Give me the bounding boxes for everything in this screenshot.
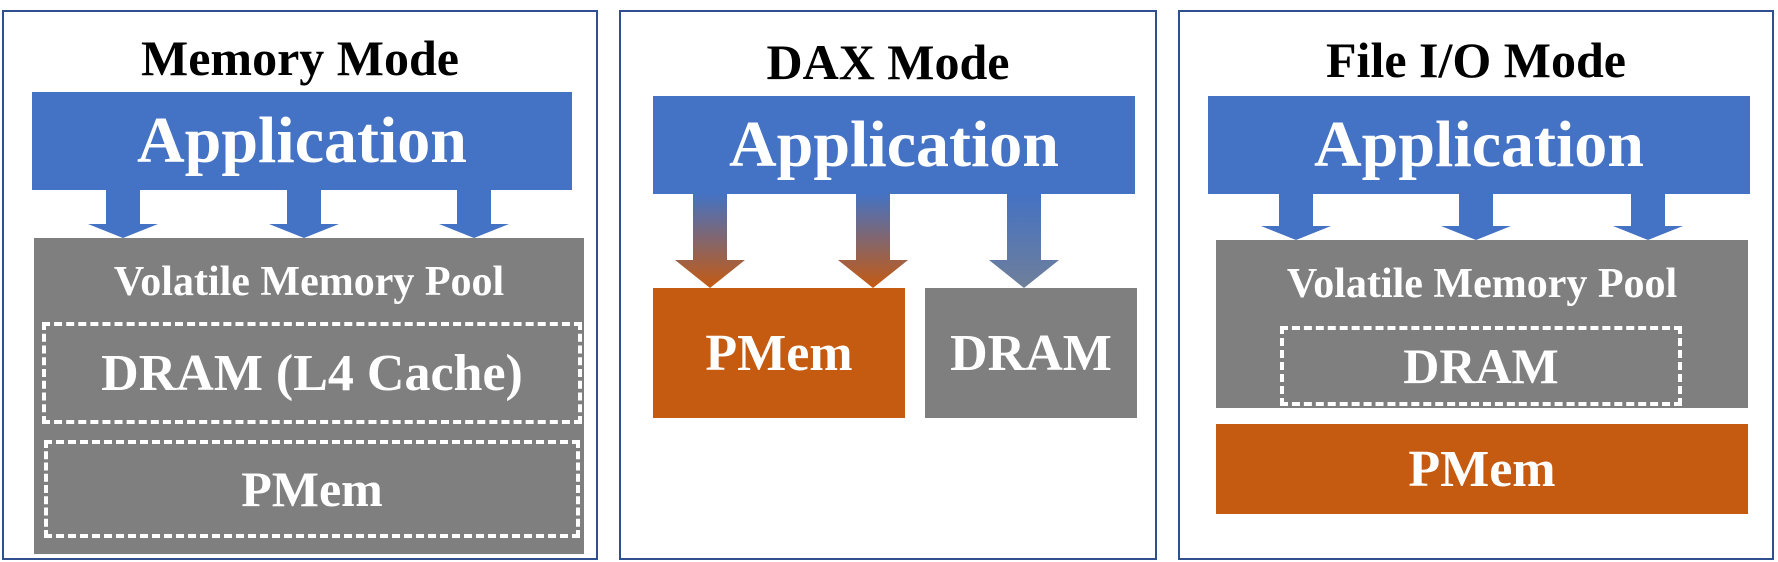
fileio-mode-application-box: Application — [1208, 96, 1750, 194]
dax-arrow-1 — [675, 194, 745, 288]
fileio-mode-dram-box: DRAM — [1280, 326, 1682, 406]
fileio-mode-arrows — [1261, 194, 1683, 240]
memory-mode-panel: Memory Mode Application Volatile Memory … — [2, 10, 598, 560]
memory-arrow-1 — [88, 190, 158, 238]
memory-mode-pmem-box: PMem — [44, 440, 580, 538]
memory-mode-arrows — [88, 190, 509, 238]
dax-arrow-2 — [838, 194, 908, 288]
dax-mode-pmem-box: PMem — [653, 288, 905, 418]
memory-mode-volatile-pool: Volatile Memory Pool DRAM (L4 Cache) PMe… — [34, 238, 584, 554]
dax-arrow-3 — [989, 194, 1059, 288]
fileio-arrow-1 — [1261, 194, 1331, 240]
fileio-mode-pool-label: Volatile Memory Pool — [1286, 261, 1678, 307]
fileio-arrow-2 — [1441, 194, 1511, 240]
fileio-mode-volatile-pool: Volatile Memory Pool DRAM — [1216, 240, 1748, 408]
fileio-arrow-3 — [1613, 194, 1683, 240]
dax-mode-arrows — [675, 194, 1059, 288]
memory-mode-pool-label: Volatile Memory Pool — [113, 259, 505, 305]
dax-mode-panel: DAX Mode Application PMem DRAM — [619, 10, 1157, 560]
memory-arrow-2 — [269, 190, 339, 238]
memory-arrow-3 — [439, 190, 509, 238]
dax-mode-dram-box: DRAM — [925, 288, 1137, 418]
memory-mode-application-box: Application — [32, 92, 572, 190]
dax-mode-application-box: Application — [653, 96, 1135, 194]
memory-mode-dram-box: DRAM (L4 Cache) — [42, 322, 582, 424]
fileio-mode-panel: File I/O Mode Application Volatile Memor… — [1178, 10, 1774, 560]
fileio-mode-title: File I/O Mode — [1326, 32, 1626, 88]
memory-mode-title: Memory Mode — [141, 30, 459, 86]
fileio-mode-pmem-box: PMem — [1216, 424, 1748, 514]
dax-mode-title: DAX Mode — [766, 34, 1010, 90]
